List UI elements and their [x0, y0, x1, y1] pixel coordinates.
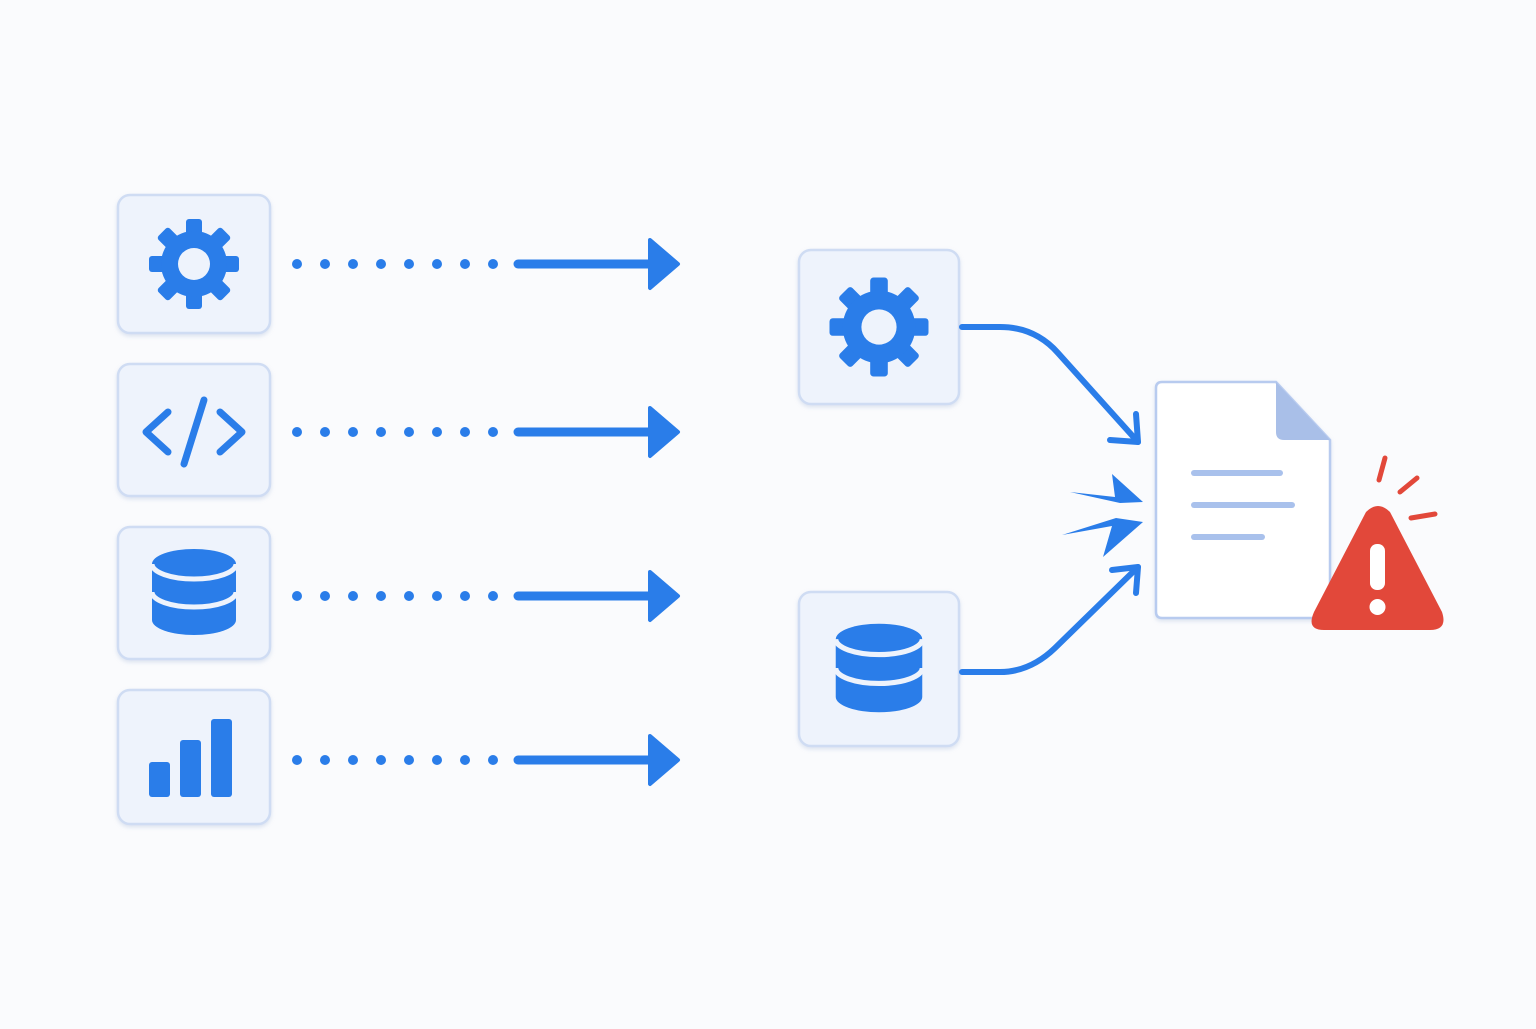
database-icon	[833, 623, 925, 713]
conflict-spark-icon	[1062, 474, 1143, 557]
source-gear-tile	[116, 193, 272, 335]
flow-arrow-3	[292, 570, 680, 622]
alert-burst-icon	[1376, 455, 1438, 521]
warning-icon	[1311, 506, 1444, 630]
gear-icon	[829, 277, 929, 377]
connector-gear-to-document	[959, 324, 1141, 445]
connector-database-to-document	[959, 564, 1141, 675]
source-database-tile	[116, 525, 272, 661]
flow-arrow-2	[292, 406, 680, 458]
flow-arrow-4	[292, 734, 680, 786]
code-icon	[142, 396, 246, 468]
merge-gear-tile	[797, 248, 961, 406]
source-chart-tile	[116, 688, 272, 826]
gear-icon	[149, 219, 239, 309]
merge-database-tile	[797, 590, 961, 748]
database-icon	[149, 549, 239, 635]
bar-chart-icon	[149, 719, 232, 797]
document-text-lines	[1191, 470, 1295, 540]
flow-arrow-1	[292, 238, 680, 290]
document-icon	[1154, 380, 1332, 620]
source-code-tile	[116, 362, 272, 498]
